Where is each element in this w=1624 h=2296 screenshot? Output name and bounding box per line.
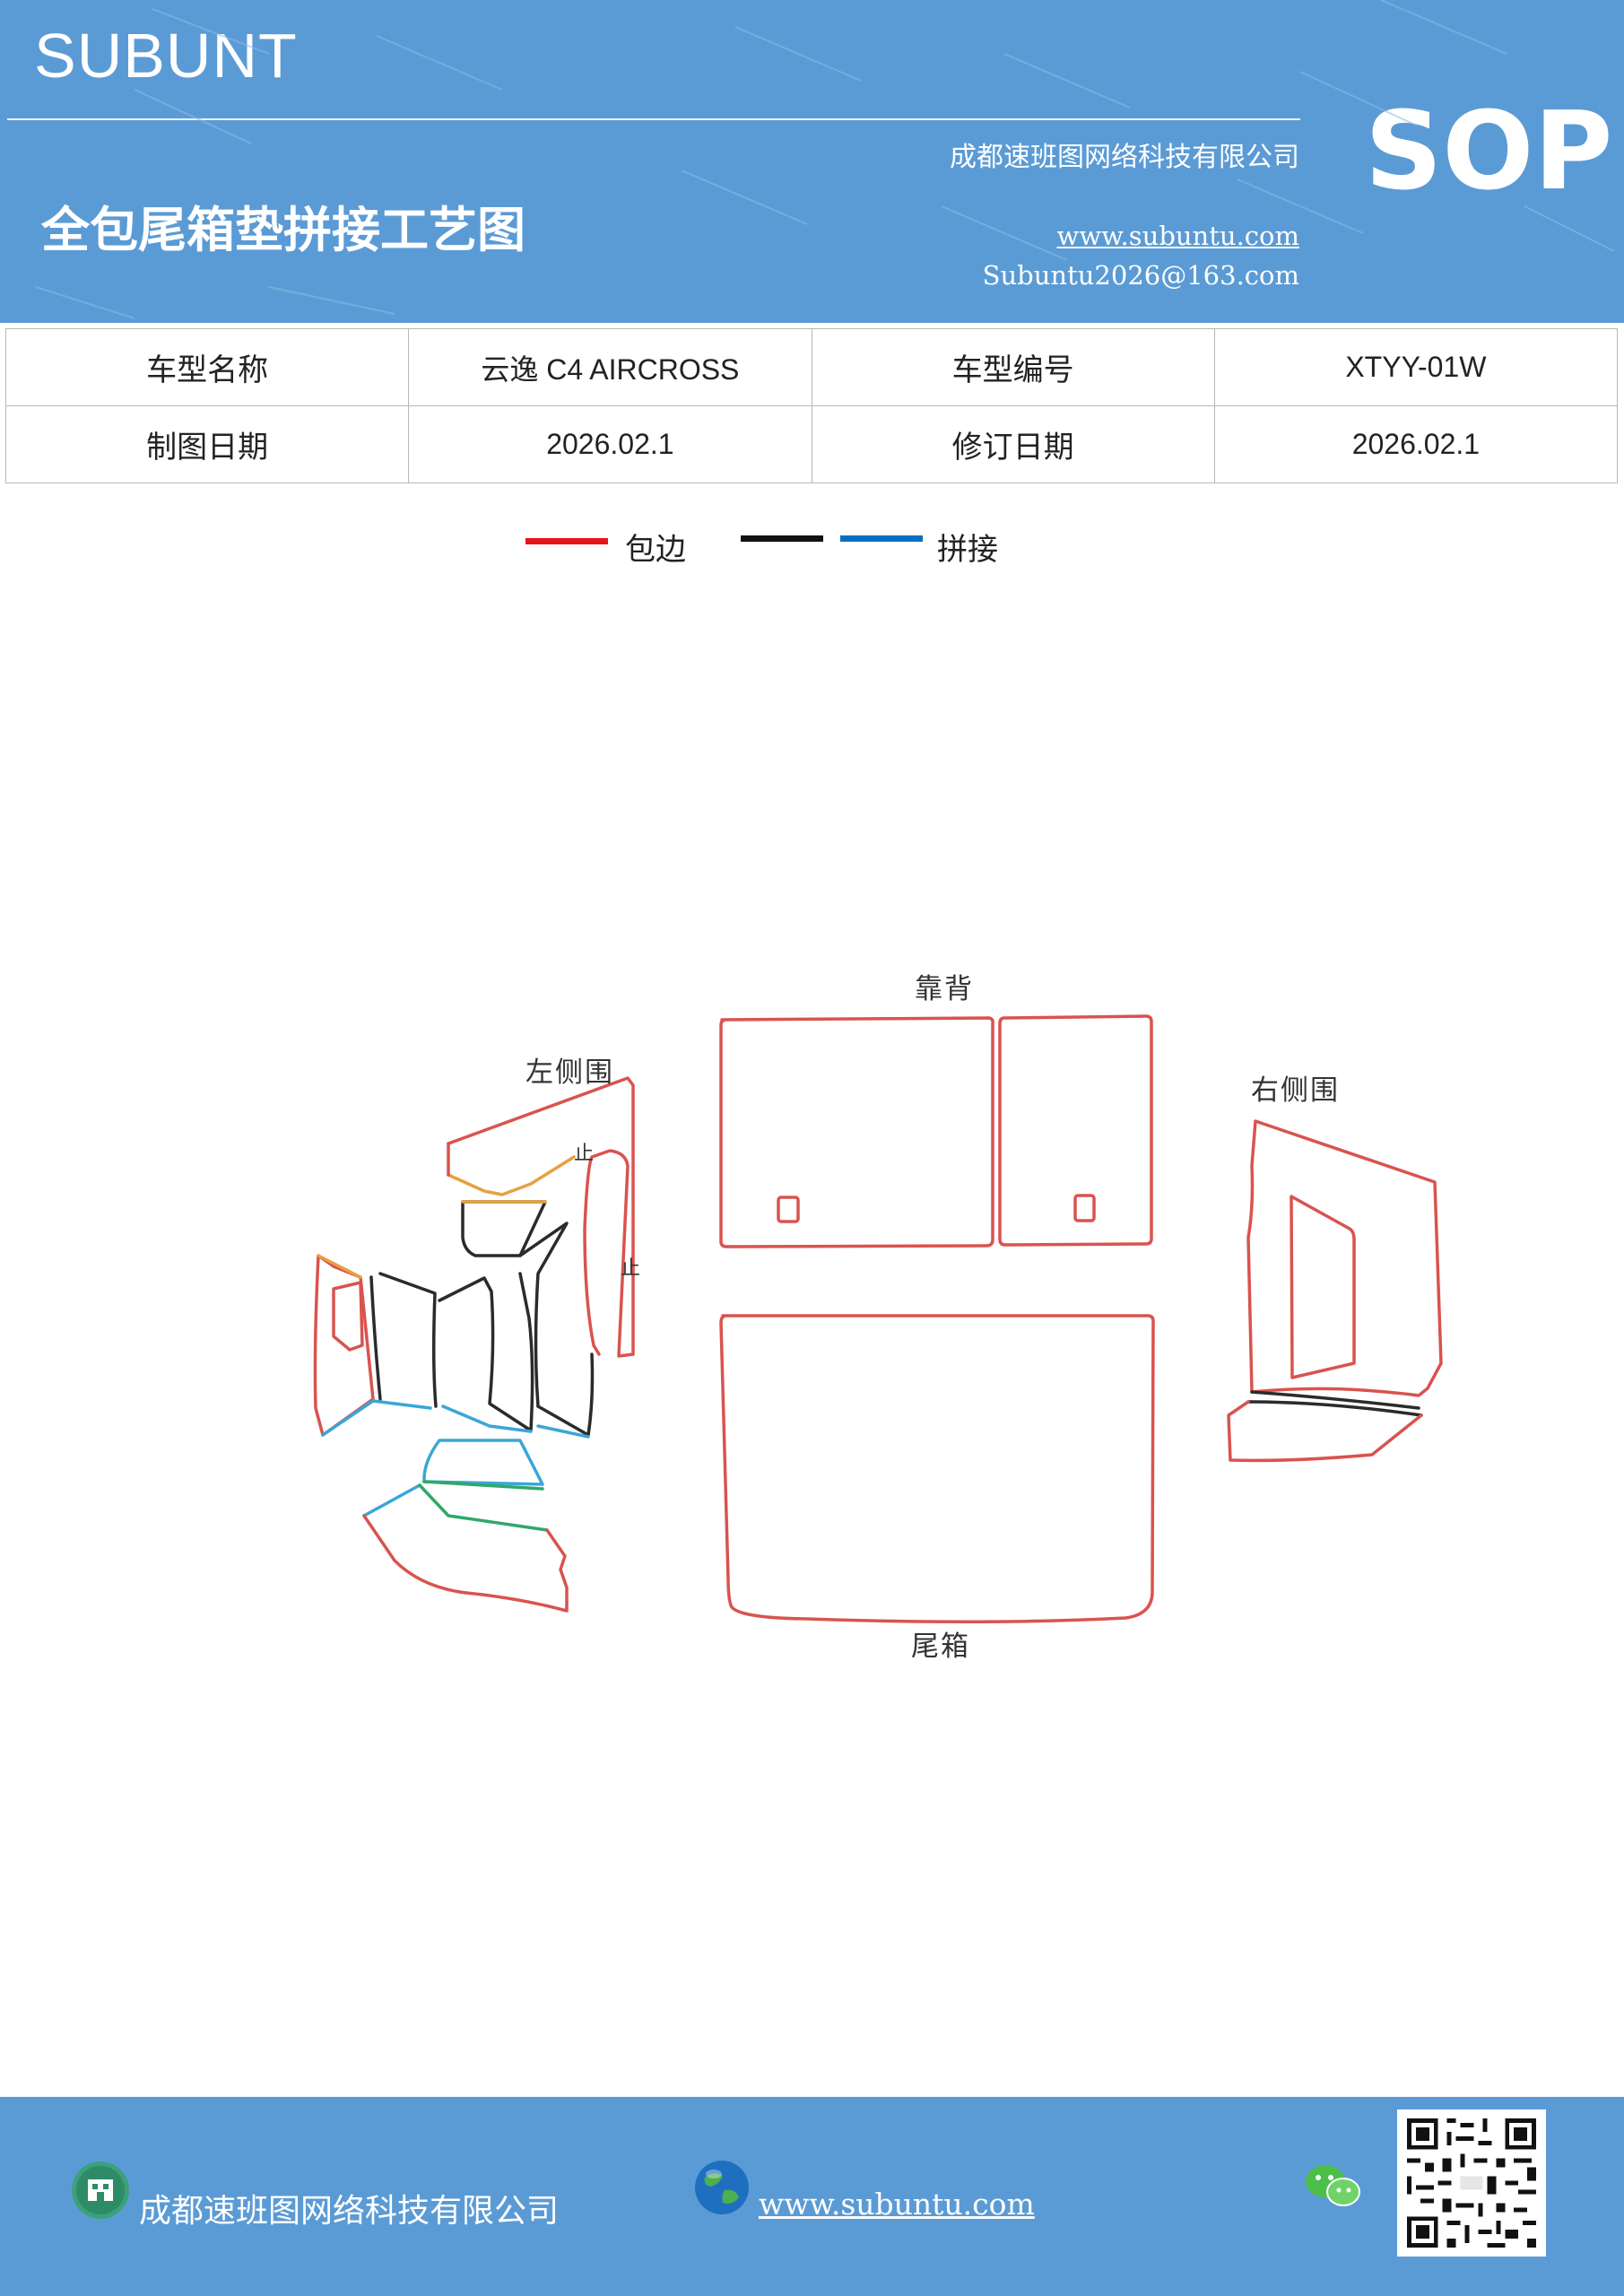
table-row: 制图日期 2026.02.1 修订日期 2026.02.1 xyxy=(4,405,1619,483)
left-side-label: 左侧围 xyxy=(525,1057,614,1089)
left-mid-piece-1 xyxy=(518,1222,569,1408)
right-side-seam-black xyxy=(1250,1390,1420,1410)
globe-icon xyxy=(695,2161,749,2214)
left-upper-strip xyxy=(447,1076,635,1358)
left-outer-window xyxy=(332,1281,364,1352)
building-icon xyxy=(72,2161,129,2219)
backrest-left-slot xyxy=(777,1196,800,1223)
left-small-piece xyxy=(461,1200,547,1257)
stop-mark-1: 止 xyxy=(574,1143,596,1165)
page-title: 全包尾箱垫拼接工艺图 xyxy=(41,202,525,258)
left-lower-piece-2-seam-blue xyxy=(362,1483,421,1518)
model-code-value: XTYY-01W xyxy=(1213,328,1619,406)
left-lower-seam-green xyxy=(422,1480,544,1491)
left-mid-piece-5 xyxy=(536,1352,595,1437)
left-mid-piece-3 xyxy=(378,1272,438,1408)
legend-label-seam: 拼接 xyxy=(937,532,998,568)
footer-company-name: 成都速班图网络科技有限公司 xyxy=(139,2193,560,2230)
left-mid-piece-2 xyxy=(438,1272,534,1432)
wechat-icon xyxy=(1306,2165,1360,2206)
vehicle-info-table: 车型名称 云逸 C4 AIRCROSS 车型编号 XTYY-01W 制图日期 2… xyxy=(4,328,1619,483)
backrest-right-slot xyxy=(1073,1194,1096,1222)
header-divider xyxy=(7,118,1300,120)
right-side-label: 右侧围 xyxy=(1251,1074,1340,1107)
legend-label-edge: 包边 xyxy=(625,532,686,568)
left-blue-seam-3 xyxy=(536,1424,590,1439)
email-address: Subuntu2026@163.com xyxy=(982,260,1299,291)
trunk-panel xyxy=(719,1314,1155,1624)
right-side-main xyxy=(1246,1119,1443,1397)
left-lower-piece-1 xyxy=(422,1439,544,1486)
left-outer-seam-orange xyxy=(317,1254,362,1279)
left-lower-piece-2-green xyxy=(418,1483,549,1532)
revise-date-value: 2026.02.1 xyxy=(1213,405,1619,483)
qr-code-icon[interactable] xyxy=(1397,2109,1546,2257)
revise-date-label: 修订日期 xyxy=(811,405,1215,483)
backrest-pieces xyxy=(719,1014,1153,1248)
legend-swatch-black xyxy=(741,535,823,542)
stop-mark-2: 止 xyxy=(621,1257,643,1280)
left-side-pieces xyxy=(313,1076,635,1613)
right-side-seam-black-2 xyxy=(1246,1400,1423,1417)
table-row: 车型名称 云逸 C4 AIRCROSS 车型编号 XTYY-01W xyxy=(4,328,1619,406)
backrest-right-panel xyxy=(998,1014,1153,1247)
left-upper-seam xyxy=(447,1155,576,1196)
backrest-label: 靠背 xyxy=(915,973,974,1005)
draw-date-value: 2026.02.1 xyxy=(408,405,812,483)
model-code-label: 车型编号 xyxy=(811,328,1215,406)
model-name-value: 云逸 C4 AIRCROSS xyxy=(408,328,812,406)
legend-swatch-edge xyxy=(525,538,608,544)
right-side-window xyxy=(1290,1195,1356,1379)
footer-website-link[interactable]: www.subuntu.com xyxy=(759,2187,1035,2222)
left-blue-seam-1 xyxy=(321,1399,432,1437)
footer-band: 成都速班图网络科技有限公司 www.subuntu.com xyxy=(0,2097,1624,2296)
right-side-lower xyxy=(1227,1400,1423,1463)
right-side-pieces xyxy=(1227,1119,1443,1463)
left-lower-piece-2 xyxy=(362,1514,569,1613)
left-mid-piece-4 xyxy=(369,1275,382,1401)
draw-date-label: 制图日期 xyxy=(4,405,410,483)
model-name-label: 车型名称 xyxy=(4,328,410,406)
company-name: 成都速班图网络科技有限公司 xyxy=(950,142,1299,173)
trunk-label: 尾箱 xyxy=(911,1631,970,1663)
backrest-left-panel xyxy=(719,1016,994,1248)
legend-swatch-seam xyxy=(840,535,923,542)
left-blue-seam-2 xyxy=(441,1405,533,1433)
